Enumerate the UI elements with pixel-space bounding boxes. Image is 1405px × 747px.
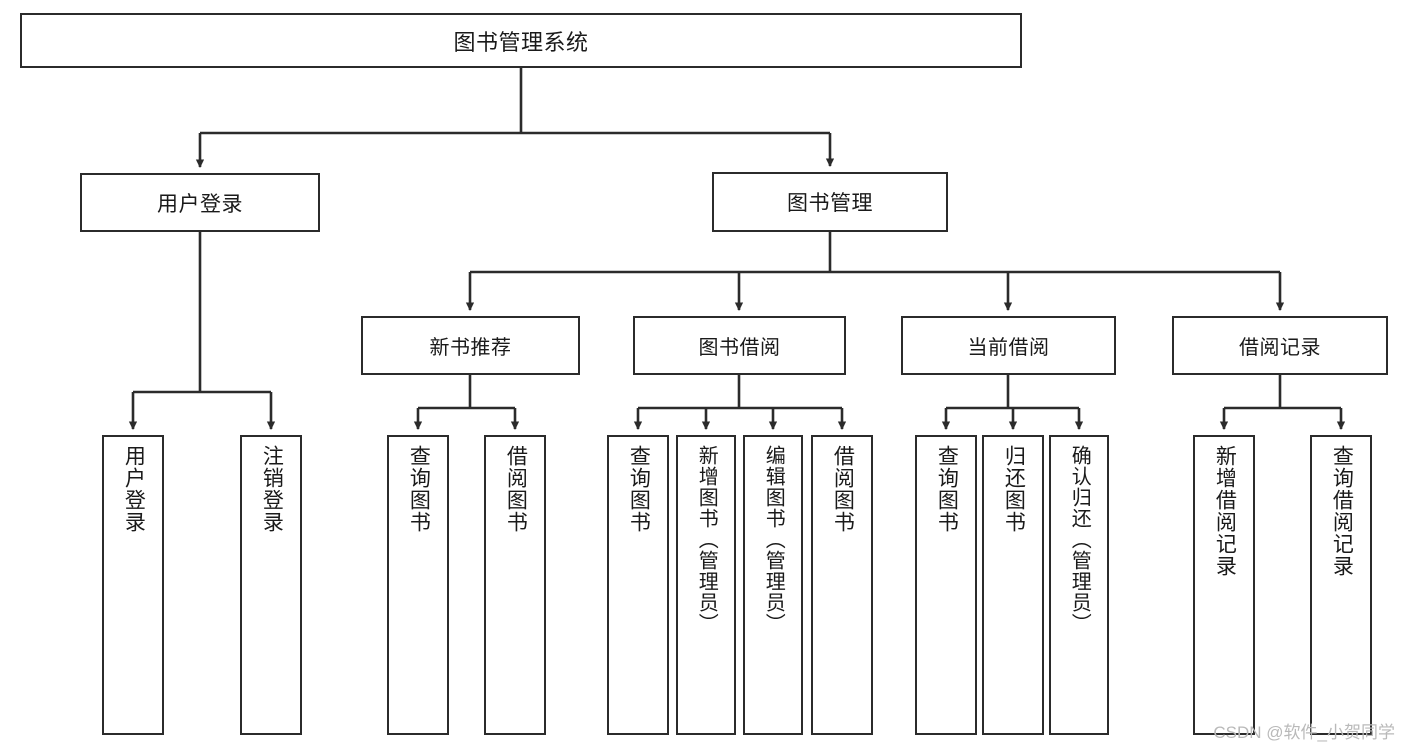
node-leaf-edit-book-label: 编辑图书（管理员） — [762, 445, 785, 634]
edge-group-current-borrow — [941, 375, 1084, 431]
node-leaf-return-book[interactable]: 归还图书 — [982, 435, 1044, 735]
node-leaf-return-book-label: 归还图书 — [1002, 445, 1026, 533]
node-leaf-logout[interactable]: 注销登录 — [240, 435, 302, 735]
node-leaf-borrow-book-2[interactable]: 借阅图书 — [811, 435, 873, 735]
edge-group-new-book-recommend — [413, 375, 520, 431]
node-leaf-user-login[interactable]: 用户登录 — [102, 435, 164, 735]
node-leaf-edit-book[interactable]: 编辑图书（管理员） — [743, 435, 803, 735]
node-leaf-query-record-label: 查询借阅记录 — [1330, 445, 1354, 577]
node-leaf-query-book-2[interactable]: 查询图书 — [607, 435, 669, 735]
node-leaf-borrow-book-1-label: 借阅图书 — [504, 445, 528, 533]
node-root-label: 图书管理系统 — [453, 29, 589, 55]
node-book-borrow-label: 图书借阅 — [698, 337, 781, 359]
node-leaf-add-record-label: 新增借阅记录 — [1213, 445, 1237, 577]
node-leaf-borrow-book-1[interactable]: 借阅图书 — [484, 435, 546, 735]
node-leaf-logout-label: 注销登录 — [260, 445, 284, 533]
node-leaf-add-book-label: 新增图书（管理员） — [695, 445, 718, 634]
node-leaf-query-book-3[interactable]: 查询图书 — [915, 435, 977, 735]
node-new-book-recommend-label: 新书推荐 — [429, 337, 512, 359]
node-borrow-record[interactable]: 借阅记录 — [1172, 316, 1388, 375]
node-root[interactable]: 图书管理系统 — [20, 13, 1022, 68]
node-current-borrow-label: 当前借阅 — [967, 337, 1050, 359]
node-leaf-user-login-label: 用户登录 — [122, 445, 146, 533]
node-leaf-query-book-1[interactable]: 查询图书 — [387, 435, 449, 735]
node-new-book-recommend[interactable]: 新书推荐 — [361, 316, 580, 375]
node-book-manage-label: 图书管理 — [787, 192, 873, 215]
edge-group-borrow-record — [1219, 375, 1346, 431]
node-book-manage[interactable]: 图书管理 — [712, 172, 948, 232]
node-book-borrow[interactable]: 图书借阅 — [633, 316, 846, 375]
node-borrow-record-label: 借阅记录 — [1239, 337, 1321, 359]
node-leaf-add-book[interactable]: 新增图书（管理员） — [676, 435, 736, 735]
node-user-login[interactable]: 用户登录 — [80, 173, 320, 232]
edge-group-book-borrow — [633, 375, 847, 431]
node-leaf-query-book-1-label: 查询图书 — [407, 445, 431, 533]
node-leaf-confirm-return[interactable]: 确认归还（管理员） — [1049, 435, 1109, 735]
node-leaf-query-book-2-label: 查询图书 — [627, 445, 651, 533]
edge-group-book-manage — [465, 232, 1285, 312]
node-leaf-query-book-3-label: 查询图书 — [935, 445, 959, 533]
node-leaf-confirm-return-label: 确认归还（管理员） — [1068, 445, 1091, 634]
node-leaf-add-record[interactable]: 新增借阅记录 — [1193, 435, 1255, 735]
edge-group-root — [195, 68, 835, 169]
node-leaf-borrow-book-2-label: 借阅图书 — [831, 445, 855, 533]
edge-group-user-login — [128, 232, 276, 431]
node-current-borrow[interactable]: 当前借阅 — [901, 316, 1116, 375]
node-leaf-query-record[interactable]: 查询借阅记录 — [1310, 435, 1372, 735]
node-user-login-label: 用户登录 — [157, 192, 243, 216]
